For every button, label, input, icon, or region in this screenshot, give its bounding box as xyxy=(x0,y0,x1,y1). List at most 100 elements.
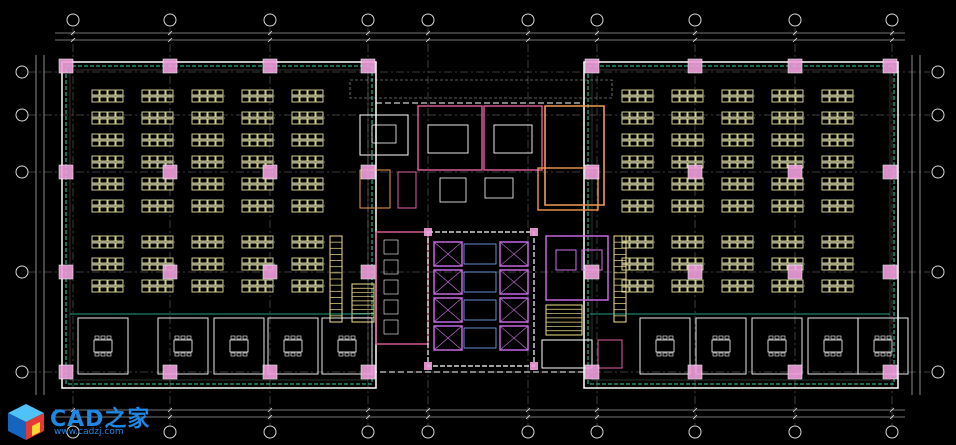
dimension-layer xyxy=(35,30,921,420)
workstation xyxy=(315,286,324,293)
structural-column xyxy=(360,264,376,280)
workstation xyxy=(299,140,308,147)
dimension-tick xyxy=(525,414,531,420)
workstation xyxy=(645,96,654,103)
core-column xyxy=(424,228,432,236)
workstation xyxy=(721,111,730,118)
conference-table xyxy=(493,124,533,154)
chair xyxy=(186,352,192,357)
workstation xyxy=(779,162,788,169)
office-room xyxy=(639,317,691,375)
workstation xyxy=(821,199,830,206)
dimension-tick xyxy=(70,407,76,413)
structural-column xyxy=(687,164,703,180)
workstation xyxy=(695,111,704,118)
workstation xyxy=(257,184,266,191)
structural-column xyxy=(882,164,898,180)
workstation xyxy=(265,257,274,264)
structural-column xyxy=(58,58,74,74)
grid-bubble-left xyxy=(15,165,29,179)
dimension-tick xyxy=(889,414,895,420)
workstation xyxy=(795,257,804,264)
workstation xyxy=(257,257,266,264)
workstation xyxy=(299,257,308,264)
workstation xyxy=(779,177,788,184)
workstation xyxy=(165,199,174,206)
workstation xyxy=(165,286,174,293)
workstation xyxy=(191,162,200,169)
elevator-shaft xyxy=(433,325,463,351)
chair xyxy=(656,335,662,340)
workstation xyxy=(729,96,738,103)
workstation xyxy=(629,96,638,103)
workstation xyxy=(837,177,846,184)
workstation xyxy=(115,286,124,293)
workstation xyxy=(207,162,216,169)
workstation xyxy=(687,89,696,96)
workstation xyxy=(629,162,638,169)
workstation xyxy=(299,279,308,286)
workstation xyxy=(207,96,216,103)
workstation xyxy=(829,264,838,271)
workstation xyxy=(191,206,200,213)
workstation xyxy=(795,89,804,96)
workstation xyxy=(687,206,696,213)
workstation xyxy=(165,96,174,103)
workstation xyxy=(629,118,638,125)
workstation xyxy=(721,184,730,191)
workstation xyxy=(99,279,108,286)
workstation xyxy=(837,264,846,271)
workstation xyxy=(257,96,266,103)
workstation xyxy=(107,155,116,162)
chair xyxy=(836,335,842,340)
workstation xyxy=(721,206,730,213)
grid-bubble-top xyxy=(66,13,80,27)
workstation xyxy=(795,155,804,162)
workstation xyxy=(315,242,324,249)
workstation xyxy=(91,199,100,206)
workstation xyxy=(729,118,738,125)
workstation xyxy=(629,89,638,96)
workstation xyxy=(829,177,838,184)
workstation xyxy=(779,118,788,125)
elevator-shaft xyxy=(555,249,577,271)
workstation xyxy=(821,242,830,249)
grid-bubble-top xyxy=(263,13,277,27)
workstation xyxy=(629,140,638,147)
elevator-shaft xyxy=(499,325,529,351)
workstation xyxy=(215,177,224,184)
workstation xyxy=(315,89,324,96)
workstation xyxy=(779,279,788,286)
workstation xyxy=(837,118,846,125)
workstation xyxy=(829,155,838,162)
workstation xyxy=(845,199,854,206)
workstation xyxy=(729,199,738,206)
grid-bubble-bottom xyxy=(788,425,802,439)
workstation xyxy=(291,242,300,249)
grid-bubble-bottom xyxy=(163,425,177,439)
dimension-tick xyxy=(365,407,371,413)
workstation xyxy=(315,235,324,242)
stair xyxy=(545,304,583,336)
workstation xyxy=(241,184,250,191)
workstation xyxy=(795,96,804,103)
workstation xyxy=(737,257,746,264)
workstation xyxy=(91,133,100,140)
workstation xyxy=(687,286,696,293)
workstation xyxy=(821,111,830,118)
workstation xyxy=(291,177,300,184)
workstation xyxy=(265,242,274,249)
dimension-tick xyxy=(425,407,431,413)
workstation xyxy=(99,177,108,184)
workstation xyxy=(115,199,124,206)
workstation xyxy=(107,177,116,184)
dimension-tick xyxy=(594,414,600,420)
workstation xyxy=(215,89,224,96)
structural-column xyxy=(262,264,278,280)
workstation xyxy=(157,286,166,293)
mechanical-room xyxy=(541,339,593,369)
workstation xyxy=(745,118,754,125)
workstation xyxy=(191,140,200,147)
workstation xyxy=(265,89,274,96)
workstation xyxy=(779,199,788,206)
